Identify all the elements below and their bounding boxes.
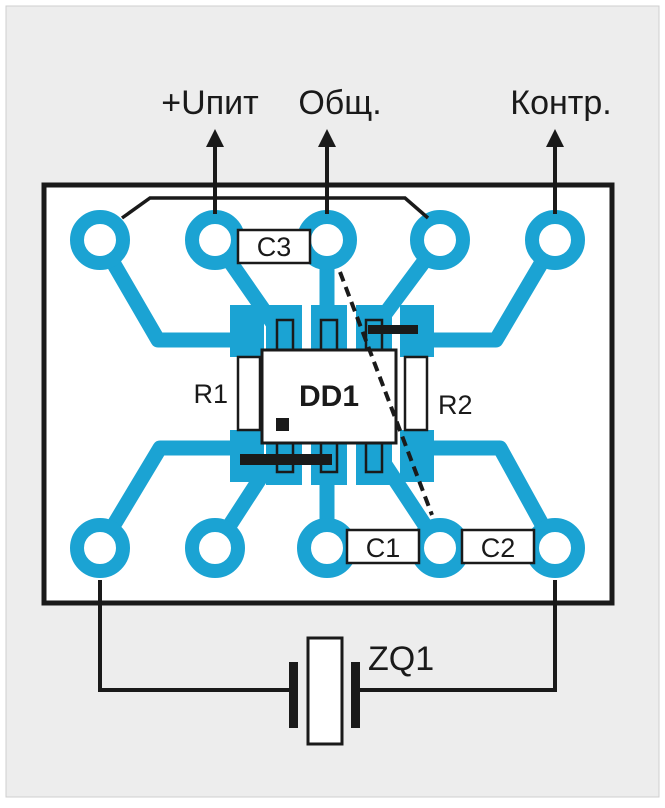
dashed-wire <box>338 271 434 516</box>
pad-hole-bottom-5 <box>525 518 585 578</box>
resistor-r1-label: R1 <box>193 379 228 409</box>
pad-r1-top <box>230 305 264 357</box>
crystal-zq1-label: ZQ1 <box>368 640 434 678</box>
crystal-wire-left <box>98 580 292 692</box>
pad-ic-top-1 <box>266 305 302 350</box>
terminal-supply-label: +Uпит <box>161 84 258 122</box>
ic-pin1-marker <box>276 418 289 431</box>
resistor-r2-body <box>403 355 429 432</box>
trace-top-5 <box>422 232 563 348</box>
capacitor-c2-label: C2 <box>481 533 516 563</box>
pad-ic-top-2 <box>311 305 347 350</box>
pad-hole-top-4 <box>410 210 470 270</box>
pad-hole-top-2 <box>185 210 245 270</box>
resistor-r1-body <box>236 355 262 432</box>
terminal-arrows <box>206 129 564 214</box>
top-wire-jumper <box>120 196 430 220</box>
resistor-r2-label: R2 <box>438 390 473 420</box>
pad-ic-bottom-3 <box>356 440 392 485</box>
terminal-control-label: Контр. <box>510 84 611 122</box>
pad-hole-bottom-2 <box>185 518 245 578</box>
capacitor-c3-body <box>236 228 312 265</box>
trace-bottom-5 <box>422 440 563 556</box>
pad-hole-bottom-4 <box>410 518 470 578</box>
crystal-plate-right <box>351 662 360 728</box>
jumper-top <box>368 325 418 334</box>
crystal-wire-right <box>357 580 557 692</box>
pad-hole-top-5 <box>525 210 585 270</box>
trace-top-1 <box>92 232 238 348</box>
capacitor-c3-label: C3 <box>257 232 292 262</box>
capacitor-c2-body <box>460 528 536 565</box>
crystal-plate-left <box>289 662 298 728</box>
pad-hole-bottom-3 <box>297 518 357 578</box>
pad-hole-bottom-1 <box>70 518 130 578</box>
crystal-zq1-body <box>306 636 344 746</box>
capacitor-c1-label: C1 <box>366 533 401 563</box>
jumper-bottom <box>240 454 332 465</box>
capacitor-c1-body <box>345 528 421 565</box>
ic-dd1-label: DD1 <box>299 380 359 413</box>
terminal-common-label: Общ. <box>298 84 381 122</box>
trace-bottom-1 <box>92 440 238 556</box>
through-hole-pads <box>70 210 585 578</box>
pad-hole-top-1 <box>70 210 130 270</box>
smd-pads <box>230 305 434 485</box>
